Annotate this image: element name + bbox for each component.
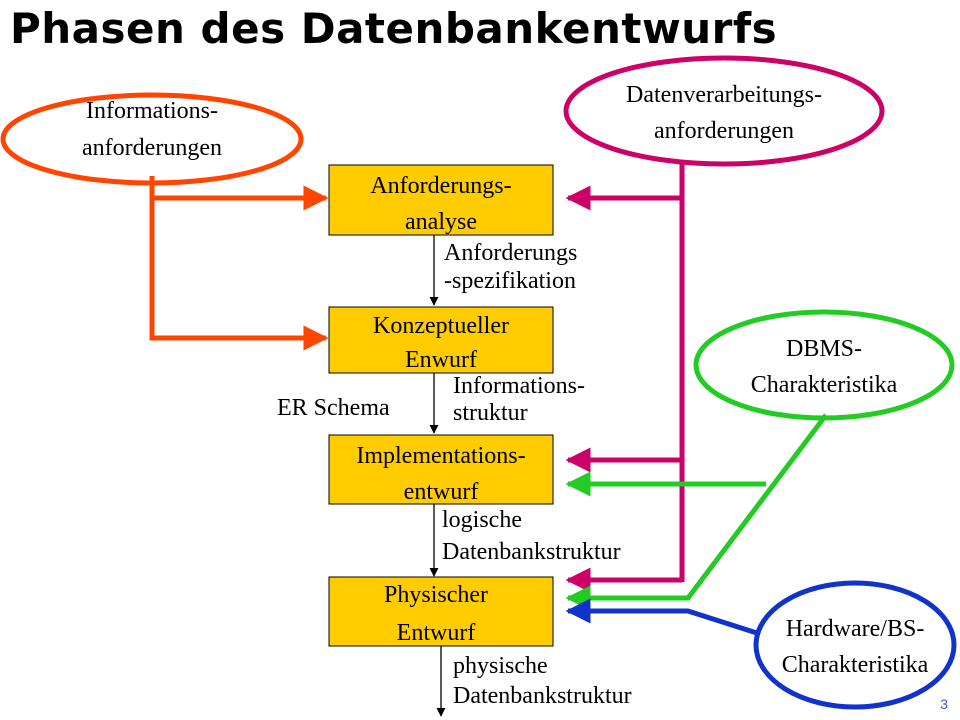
phase-label-2: analyse <box>405 209 477 235</box>
hardware-label-1: Hardware/BS- <box>786 616 925 642</box>
req-spec-label-1: Anforderungs <box>444 240 577 266</box>
info-req-label-1: Informations- <box>86 98 218 124</box>
phase-label-1: Physischer <box>384 582 488 608</box>
info-req-label-2: anforderungen <box>82 135 222 161</box>
dbms-label-2: Charakteristika <box>751 372 898 398</box>
processing-req-ellipse <box>563 55 885 167</box>
phase-label-2: Enwurf <box>405 347 477 373</box>
logical-db-label-1: logische <box>442 507 522 533</box>
processing-req-label-2: anforderungen <box>654 118 794 144</box>
info-req-flow <box>149 176 329 351</box>
phase-flow <box>429 235 446 717</box>
phase-label-1: Anforderungs- <box>370 173 511 199</box>
phase-label-2: Entwurf <box>397 620 476 646</box>
hardware-label-2: Charakteristika <box>782 652 929 678</box>
physical-db-label-2: Datenbankstruktur <box>453 683 632 709</box>
dbms-flow <box>565 413 828 611</box>
slide-number: 3 <box>940 696 948 712</box>
phase-box-analysis: Anforderungs- analyse <box>328 164 554 236</box>
phase-box-physical: Physischer Entwurf <box>328 576 554 647</box>
arrow-to-physical <box>565 413 828 611</box>
logical-db-label-2: Datenbankstruktur <box>442 539 621 565</box>
phase-label-2: entwurf <box>404 479 479 505</box>
page-title: Phasen des Datenbankentwurfs <box>10 4 778 53</box>
info-structure-label-1: Informations- <box>453 373 585 399</box>
phase-box-conceptual: Konzeptueller Enwurf <box>328 306 554 374</box>
phase-label-1: Konzeptueller <box>373 313 509 339</box>
arrow-to-physical <box>565 598 761 637</box>
physical-db-label-1: physische <box>453 653 548 679</box>
er-schema-label: ER Schema <box>277 395 390 421</box>
req-spec-label-2: -spezifikation <box>444 268 576 294</box>
processing-req-flow <box>565 164 685 593</box>
dbms-label-1: DBMS- <box>786 336 862 362</box>
processing-req-label-1: Datenverarbeitungs- <box>626 82 822 108</box>
phase-box-implementation: Implementations- entwurf <box>328 434 554 505</box>
hardware-ellipse <box>753 580 957 710</box>
phase-label-1: Implementations- <box>356 443 525 469</box>
hardware-flow <box>565 598 761 637</box>
dbms-ellipse <box>693 309 955 421</box>
info-structure-label-2: struktur <box>453 400 528 426</box>
